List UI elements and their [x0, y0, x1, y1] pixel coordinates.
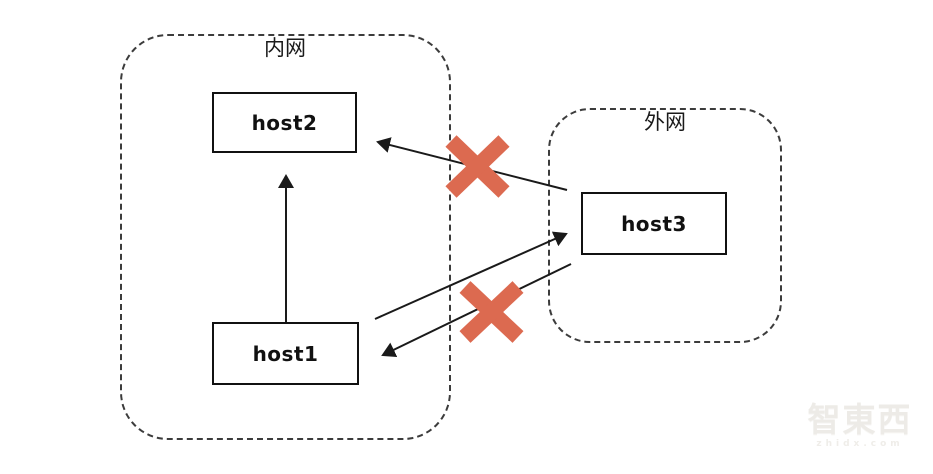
- node-host1: host1: [212, 322, 359, 385]
- extranet-container: [548, 108, 782, 343]
- watermark-subtext: zhidx.com: [816, 439, 904, 450]
- watermark-text: 智東西: [807, 400, 913, 439]
- watermark-logo: 智東西 zhidx.com: [800, 400, 920, 450]
- node-host2: host2: [212, 92, 357, 153]
- blocked-x-icon: [445, 135, 510, 198]
- blocked-x-icon: [459, 281, 524, 343]
- node-host3: host3: [581, 192, 727, 255]
- intranet-label: 内网: [264, 36, 306, 60]
- extranet-label: 外网: [644, 110, 686, 134]
